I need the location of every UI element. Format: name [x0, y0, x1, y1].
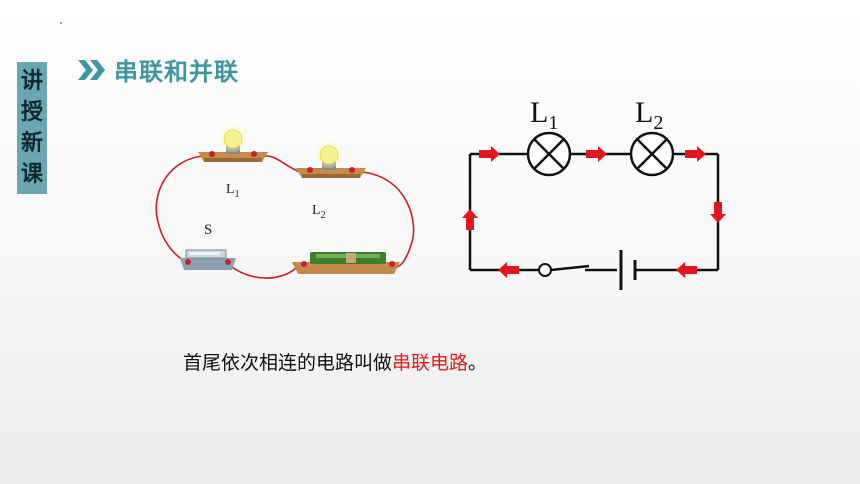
battery-holder	[292, 252, 400, 274]
side-tab-char: 授	[20, 99, 43, 125]
definition-caption: 首尾依次相连的电路叫做串联电路。	[183, 348, 487, 375]
side-section-tab: 讲 授 新 课	[17, 62, 47, 194]
schematic-label-l1: L1	[530, 96, 558, 134]
arrow-right-icon	[685, 146, 706, 162]
bulb-l1	[198, 126, 268, 162]
switch-lever	[550, 264, 590, 272]
caption-end: 。	[468, 352, 488, 374]
wire	[155, 155, 207, 263]
circuit-photo: L1 L2 S	[155, 126, 415, 279]
schematic-label-l2: L2	[635, 96, 663, 134]
page-title: 串联和并联	[114, 58, 239, 86]
photo-label-s: S	[204, 222, 212, 238]
lamp-l1-symbol	[526, 131, 572, 177]
arrow-down-icon	[710, 202, 726, 223]
arrow-right-icon	[586, 146, 607, 162]
current-arrows	[462, 146, 726, 278]
wire	[361, 171, 415, 269]
switch-pivot	[538, 263, 552, 277]
side-tab-char: 课	[20, 161, 43, 187]
bulb-l2	[296, 142, 366, 178]
photo-label-l2: L2	[312, 203, 326, 221]
side-tab-char: 讲	[20, 68, 43, 94]
wire	[261, 155, 301, 173]
side-tab-char: 新	[20, 130, 43, 156]
series-circuit-schematic: L1 L2	[462, 96, 726, 290]
arrow-up-icon	[462, 209, 478, 230]
wire	[227, 263, 297, 279]
section-heading: 串联和并联	[76, 52, 239, 87]
switch-s	[180, 249, 236, 270]
caption-text: 首尾依次相连的电路叫做	[183, 352, 393, 374]
lamp-l2-symbol	[629, 131, 675, 177]
arrow-right-icon	[479, 146, 500, 162]
caption-highlight: 串联电路	[392, 352, 469, 374]
double-chevron-icon	[78, 59, 105, 80]
decor-dot	[60, 22, 62, 24]
arrow-left-icon	[498, 262, 519, 278]
arrow-left-icon	[676, 262, 697, 278]
photo-label-l1: L1	[226, 182, 240, 200]
